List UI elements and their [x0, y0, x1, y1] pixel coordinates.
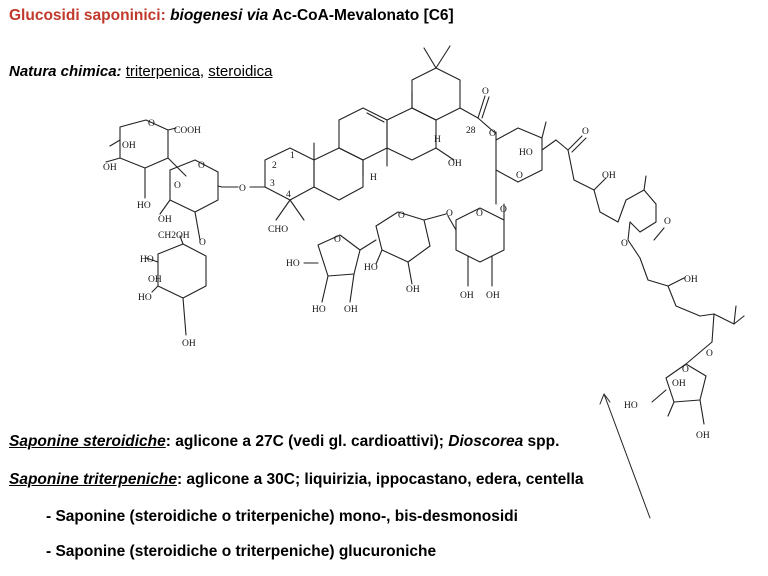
label-o-keto: O	[582, 127, 589, 137]
label-oh-2: OH	[103, 163, 117, 173]
label-oh-chain-1: OH	[602, 171, 616, 181]
label-o-fuc: O	[516, 171, 523, 181]
label-oh-api: OH	[344, 305, 358, 315]
steroidal-saponins-line: Saponine steroidiche: aglicone a 27C (ve…	[9, 433, 559, 451]
label-ho-3: HO	[138, 293, 152, 303]
structure-labels: COOH OH OH HO OH CH2OH HO OH HO OH O O O…	[103, 87, 713, 441]
steroidal-text: : aglicone a 27C (vedi gl. cardioattivi)…	[165, 433, 449, 450]
apiose-unit	[303, 234, 377, 303]
label-oh-1: OH	[122, 141, 136, 151]
label-cho: CHO	[268, 225, 288, 235]
term-steroidal: Saponine steroidiche	[9, 433, 166, 450]
label-oh-chain-2: OH	[684, 275, 698, 285]
acyl-side-chain	[555, 135, 745, 343]
steroidal-tail: spp.	[523, 433, 560, 450]
label-oh-4: OH	[148, 275, 162, 285]
label-oh-ara-1: OH	[672, 379, 686, 389]
label-o-c3: O	[239, 184, 246, 194]
bullet-desmosides: - Saponine (steroidiche o triterpeniche)…	[46, 508, 518, 525]
fucose-unit	[495, 121, 557, 205]
aglycone-core	[221, 45, 495, 221]
label-n3: 3	[270, 179, 275, 189]
title-prefix: Glucosidi saponinici:	[9, 7, 166, 24]
glucuronic-acid-unit	[105, 119, 187, 199]
chemical-nature: Natura chimica: triterpenica, steroidica	[9, 63, 272, 80]
label-ho-1: HO	[137, 201, 151, 211]
label-ho-api: HO	[286, 259, 300, 269]
label-o-ara-link: O	[706, 349, 713, 359]
title-rest: Ac-CoA-Mevalonato [C6]	[272, 7, 454, 24]
label-o-link-1: O	[174, 181, 181, 191]
label-oh-xyl: OH	[406, 285, 420, 295]
label-n28: 28	[466, 126, 476, 136]
label-ho-2: HO	[140, 255, 154, 265]
label-oh-ara-2: OH	[696, 431, 710, 441]
label-n2: 2	[272, 161, 277, 171]
label-n4: 4	[286, 190, 291, 200]
label-n1: 1	[290, 151, 295, 161]
label-o-xyl: O	[398, 211, 405, 221]
label-o-link-2: O	[199, 238, 206, 248]
bullet-glucuronic: - Saponine (steroidiche o triterpeniche)…	[46, 543, 437, 560]
glucose-unit-bottom	[145, 235, 207, 336]
rhamnose-unit	[447, 203, 505, 287]
label-ho-fuc: HO	[519, 148, 533, 158]
arabinose-unit	[651, 341, 713, 425]
label-o-ring-2: O	[198, 161, 205, 171]
page-title: Glucosidi saponinici: biogenesi via Ac-C…	[9, 7, 454, 25]
label-o-lactone-carbonyl: O	[664, 217, 671, 227]
pointer-arrow	[599, 393, 651, 519]
label-ch2oh: CH2OH	[158, 231, 190, 241]
label-o-fuc-link: O	[500, 205, 507, 215]
label-ho-api-2: HO	[364, 263, 378, 273]
label-o-api: O	[334, 235, 341, 245]
label-o-lactone: O	[621, 239, 628, 249]
label-o-carbonyl: O	[482, 87, 489, 97]
triterpenic-text: : aglicone a 30C; liquirizia, ippocastan…	[176, 471, 584, 488]
label-oh-rha-1: OH	[460, 291, 474, 301]
label-o-ring-1: O	[148, 119, 155, 129]
nature-separator: ,	[199, 63, 205, 80]
glucose-unit-middle	[159, 159, 223, 241]
label-oh-aglycone: OH	[448, 159, 462, 169]
label-o-ara: O	[682, 365, 689, 375]
nature-steroidic: steroidica	[208, 63, 273, 80]
label-oh-5: OH	[182, 339, 196, 349]
title-italic: biogenesi via	[170, 7, 269, 24]
label-cooh: COOH	[174, 126, 201, 136]
triterpenic-saponins-line: Saponine triterpeniche: aglicone a 30C; …	[9, 471, 584, 489]
nature-triterpenic: triterpenica	[125, 63, 200, 80]
term-triterpenic: Saponine triterpeniche	[9, 471, 177, 488]
label-h-2: H	[434, 135, 441, 145]
xylose-unit	[375, 211, 447, 285]
label-h-1: H	[370, 173, 377, 183]
label-o-link-3: O	[446, 209, 453, 219]
label-o-ester: O	[489, 129, 496, 139]
dioscorea-name: Dioscorea	[448, 433, 524, 450]
label-oh-3: OH	[158, 215, 172, 225]
nature-label: Natura chimica:	[9, 63, 122, 80]
label-o-rha: O	[476, 209, 483, 219]
label-ho-api-3: HO	[312, 305, 326, 315]
label-oh-rha-2: OH	[486, 291, 500, 301]
label-ho-ara: HO	[624, 401, 638, 411]
